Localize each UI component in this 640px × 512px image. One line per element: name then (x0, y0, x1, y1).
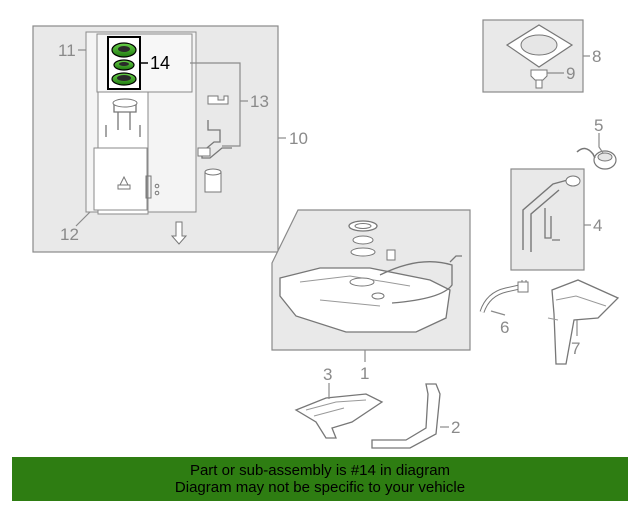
callout-4: 4 (593, 216, 602, 235)
callout-2: 2 (451, 418, 460, 437)
hose-part-6 (479, 280, 529, 313)
callout-11: 11 (58, 41, 76, 60)
banner-line-1: Part or sub-assembly is #14 in diagram (189, 462, 451, 479)
callout-5: 5 (594, 116, 603, 135)
callout-9: 9 (566, 64, 575, 83)
tank-strap-part-2 (371, 383, 441, 449)
fuel-cap-part-5 (576, 147, 617, 170)
seal-kit-part-14[interactable] (107, 36, 148, 90)
callout-1: 1 (360, 364, 369, 383)
callout-8: 8 (592, 47, 601, 66)
callout-6: 6 (500, 318, 509, 337)
tank-shield-part-3 (294, 393, 384, 439)
callout-10: 10 (289, 129, 308, 148)
filler-pipe-part-4 (510, 168, 585, 271)
callout-12: 12 (60, 225, 79, 244)
info-banner: Part or sub-assembly is #14 in diagram D… (12, 457, 628, 501)
parts-diagram: 14 11 13 10 12 8 9 5 4 6 7 1 3 2 (32, 19, 620, 449)
banner-line-2: Diagram may not be specific to your vehi… (174, 479, 466, 496)
heat-shield-part-7 (547, 279, 620, 365)
callout-7: 7 (571, 339, 580, 358)
callout-14: 14 (150, 53, 170, 73)
callout-13: 13 (250, 92, 269, 111)
leader-lines (75, 49, 604, 428)
callout-3: 3 (323, 365, 332, 384)
tank-gasket-plate-part-8 (482, 19, 584, 93)
fuel-tank-panel (271, 209, 471, 351)
